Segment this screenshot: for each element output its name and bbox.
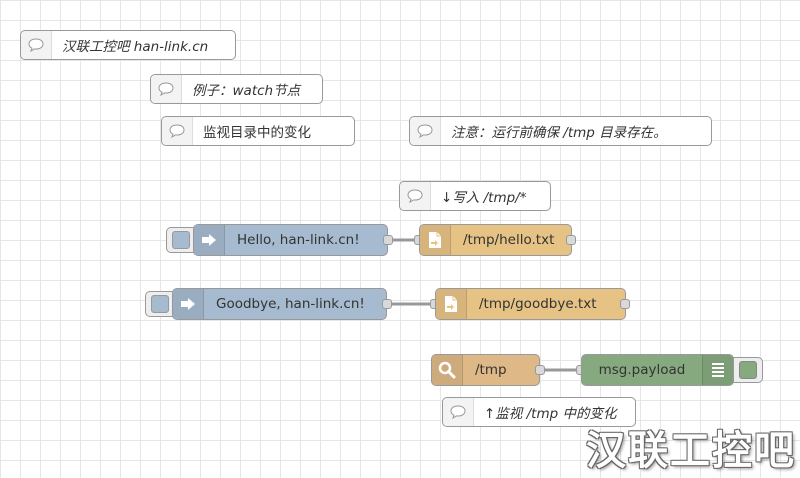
file-write-icon	[436, 289, 467, 319]
arrow-right-icon	[194, 225, 225, 255]
debug-toggle-button[interactable]	[733, 357, 763, 383]
output-port[interactable]	[566, 235, 576, 245]
comment-bubble-icon	[21, 31, 52, 59]
debug-node-payload[interactable]: msg.payload	[581, 354, 734, 386]
magnifier-icon	[432, 355, 463, 385]
node-label: msg.payload	[598, 362, 686, 378]
inject-button[interactable]	[145, 291, 175, 317]
comment-node-example[interactable]: 例子：watch节点	[150, 74, 323, 104]
comment-bubble-icon	[400, 182, 431, 210]
comment-node-monitor[interactable]: ↑监视 /tmp 中的变化	[442, 397, 636, 427]
watermark: 汉联工控吧	[586, 428, 796, 474]
output-port[interactable]	[535, 365, 545, 375]
comment-label: 例子：watch节点	[192, 83, 301, 99]
comment-bubble-icon	[151, 75, 182, 103]
file-node-goodbye[interactable]: /tmp/goodbye.txt	[435, 288, 626, 320]
output-port[interactable]	[382, 299, 392, 309]
node-label: /tmp/goodbye.txt	[479, 296, 597, 312]
inject-node-hello[interactable]: Hello, han-link.cn!	[193, 224, 388, 256]
comment-label: 监视目录中的变化	[203, 125, 311, 141]
node-label: /tmp	[475, 362, 507, 378]
comment-label: 汉联工控吧 han-link.cn	[62, 39, 209, 55]
comment-label: ↓写入 /tmp/*	[441, 190, 527, 206]
node-label: /tmp/hello.txt	[463, 232, 555, 248]
comment-node-write[interactable]: ↓写入 /tmp/*	[399, 181, 551, 211]
output-port[interactable]	[620, 299, 630, 309]
comment-node-watch-dir[interactable]: 监视目录中的变化	[161, 116, 355, 146]
inject-button-face	[151, 295, 169, 313]
comment-node-title[interactable]: 汉联工控吧 han-link.cn	[20, 30, 236, 60]
file-node-hello[interactable]: /tmp/hello.txt	[419, 224, 572, 256]
file-write-icon	[420, 225, 451, 255]
arrow-right-icon	[173, 289, 204, 319]
inject-button[interactable]	[166, 227, 196, 253]
list-lines-icon	[702, 355, 733, 385]
comment-label: 注意：运行前确保 /tmp 目录存在。	[451, 125, 667, 141]
comment-bubble-icon	[443, 398, 474, 426]
inject-button-face	[172, 231, 190, 249]
node-label: Goodbye, han-link.cn!	[216, 296, 365, 312]
inject-node-goodbye[interactable]: Goodbye, han-link.cn!	[172, 288, 387, 320]
node-label: Hello, han-link.cn!	[237, 232, 360, 248]
comment-bubble-icon	[162, 117, 193, 145]
debug-toggle-face	[739, 361, 757, 379]
watch-node-tmp[interactable]: /tmp	[431, 354, 540, 386]
comment-node-note[interactable]: 注意：运行前确保 /tmp 目录存在。	[409, 116, 712, 146]
comment-label: ↑监视 /tmp 中的变化	[484, 406, 617, 422]
output-port[interactable]	[383, 235, 393, 245]
comment-bubble-icon	[410, 117, 441, 145]
